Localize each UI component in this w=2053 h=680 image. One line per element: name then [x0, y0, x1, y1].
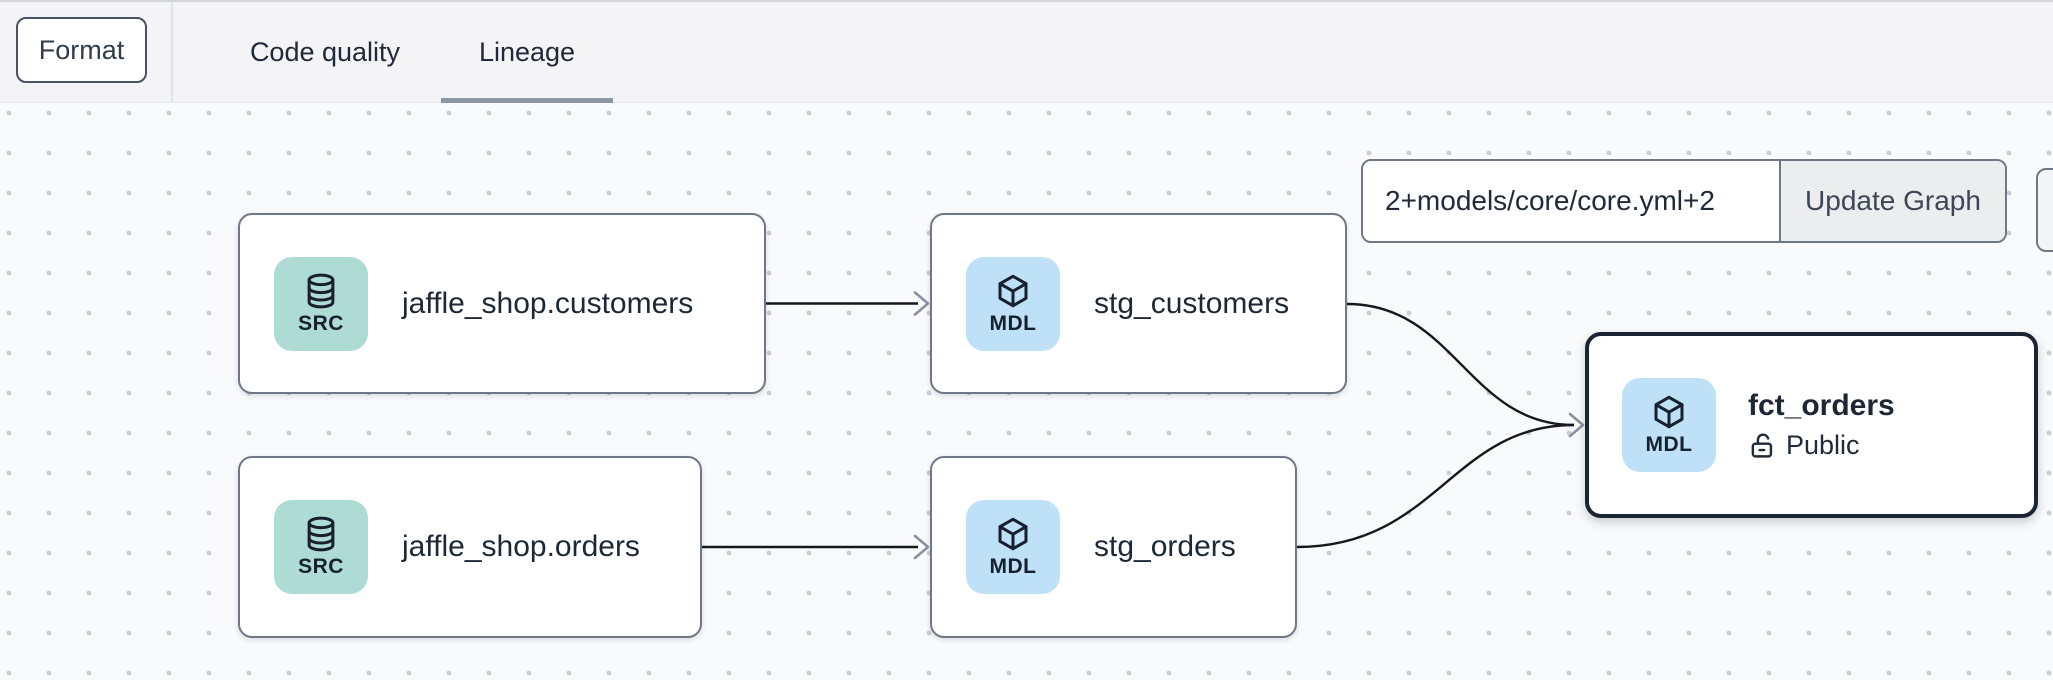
lineage-node-stg-customers[interactable]: MDL stg_customers: [930, 213, 1347, 394]
toolbar-divider: [171, 2, 173, 102]
model-badge: MDL: [966, 256, 1060, 351]
source-badge: SRC: [274, 256, 368, 351]
source-badge: SRC: [274, 500, 368, 594]
node-title: jaffle_shop.customers: [402, 286, 694, 320]
cube-icon: [1650, 393, 1688, 431]
access-label: Public: [1786, 430, 1860, 460]
cube-icon: [994, 272, 1032, 310]
node-title: stg_orders: [1094, 530, 1236, 563]
edge-arrowhead-icon: [913, 291, 930, 316]
clipped-control-button[interactable]: [2036, 168, 2053, 252]
edge-arrowhead-icon: [1568, 412, 1585, 438]
database-icon: [302, 272, 340, 310]
unlock-icon: [1748, 431, 1777, 460]
badge-label: MDL: [989, 555, 1037, 578]
tab-label: Code quality: [249, 36, 401, 67]
node-title: fct_orders: [1748, 389, 1895, 422]
node-title-block: fct_orders Public: [1748, 389, 1895, 461]
lineage-selector-input[interactable]: [1363, 161, 1779, 241]
update-graph-button[interactable]: Update Graph: [1779, 161, 2005, 241]
badge-label: MDL: [989, 311, 1037, 335]
cube-icon: [994, 515, 1032, 553]
panel-toolbar: Format Code quality Lineage: [0, 0, 2053, 103]
node-title: jaffle_shop.orders: [402, 530, 640, 563]
model-badge: MDL: [1622, 378, 1716, 472]
database-icon: [302, 515, 340, 553]
lineage-node-fct-orders-selected[interactable]: MDL fct_orders Public: [1585, 332, 2038, 518]
node-title: stg_customers: [1094, 286, 1290, 320]
lineage-node-jaffle-shop-orders[interactable]: SRC jaffle_shop.orders: [238, 456, 702, 638]
badge-label: SRC: [298, 555, 344, 578]
lineage-canvas[interactable]: SRC jaffle_shop.customers MDL stg_custom…: [0, 103, 2053, 680]
lineage-node-jaffle-shop-customers[interactable]: SRC jaffle_shop.customers: [238, 213, 766, 394]
badge-label: SRC: [298, 311, 344, 335]
tab-lineage[interactable]: Lineage: [441, 2, 613, 103]
model-badge: MDL: [966, 500, 1060, 594]
tab-code-quality[interactable]: Code quality: [214, 2, 436, 102]
tab-label: Lineage: [478, 36, 576, 67]
format-button[interactable]: Format: [16, 17, 147, 83]
node-access: Public: [1748, 430, 1895, 461]
graph-selector-panel: Update Graph: [1361, 159, 2007, 243]
active-tab-indicator: [441, 98, 613, 103]
lineage-node-stg-orders[interactable]: MDL stg_orders: [930, 456, 1297, 638]
badge-label: MDL: [1645, 433, 1693, 456]
edge-arrowhead-icon: [913, 534, 930, 560]
